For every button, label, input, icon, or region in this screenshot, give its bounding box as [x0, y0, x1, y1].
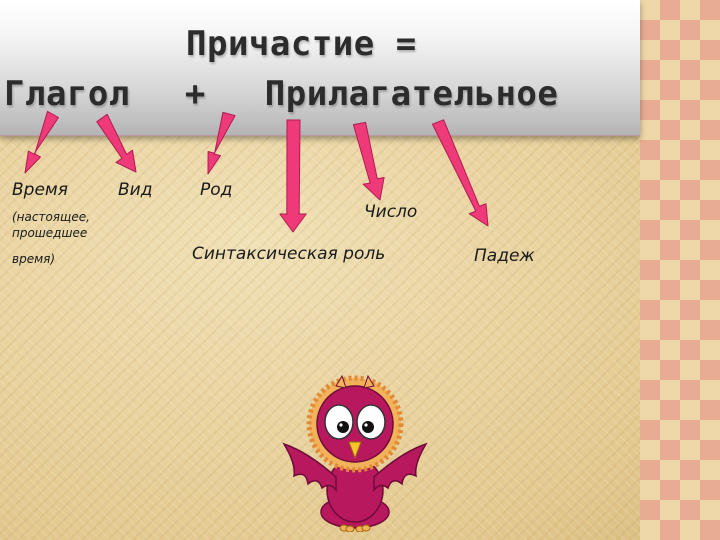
decorative-pattern-strip [640, 0, 720, 540]
title-banner: Причастие = Глагол + Прилагательное [0, 0, 640, 136]
title-formula: Глагол + Прилагательное [4, 74, 558, 114]
label-tense: Время [12, 180, 68, 200]
title-adjective: Прилагательное [264, 74, 559, 114]
label-syntactic-role: Синтаксическая роль [192, 244, 386, 264]
label-tense-note-2: прошедшее [12, 226, 88, 240]
label-number: Число [364, 202, 418, 222]
arrow-number [352, 121, 385, 201]
arrow-aspect [96, 113, 137, 173]
arrow-syntactic-role [279, 119, 307, 233]
owl-icon [282, 374, 428, 532]
label-aspect: Вид [118, 180, 153, 200]
feature-arrows [24, 110, 489, 233]
label-case: Падеж [474, 246, 535, 266]
arrow-tense [24, 110, 59, 174]
arrow-gender [207, 111, 236, 175]
arrow-case [431, 119, 489, 227]
label-tense-note-1: (настоящее, [12, 210, 90, 224]
title-plus: + [184, 74, 206, 114]
title-verb: Глагол [4, 74, 130, 114]
label-gender: Род [200, 180, 233, 200]
title-participle: Причастие = [186, 24, 417, 64]
label-tense-note-3: время) [12, 252, 56, 266]
